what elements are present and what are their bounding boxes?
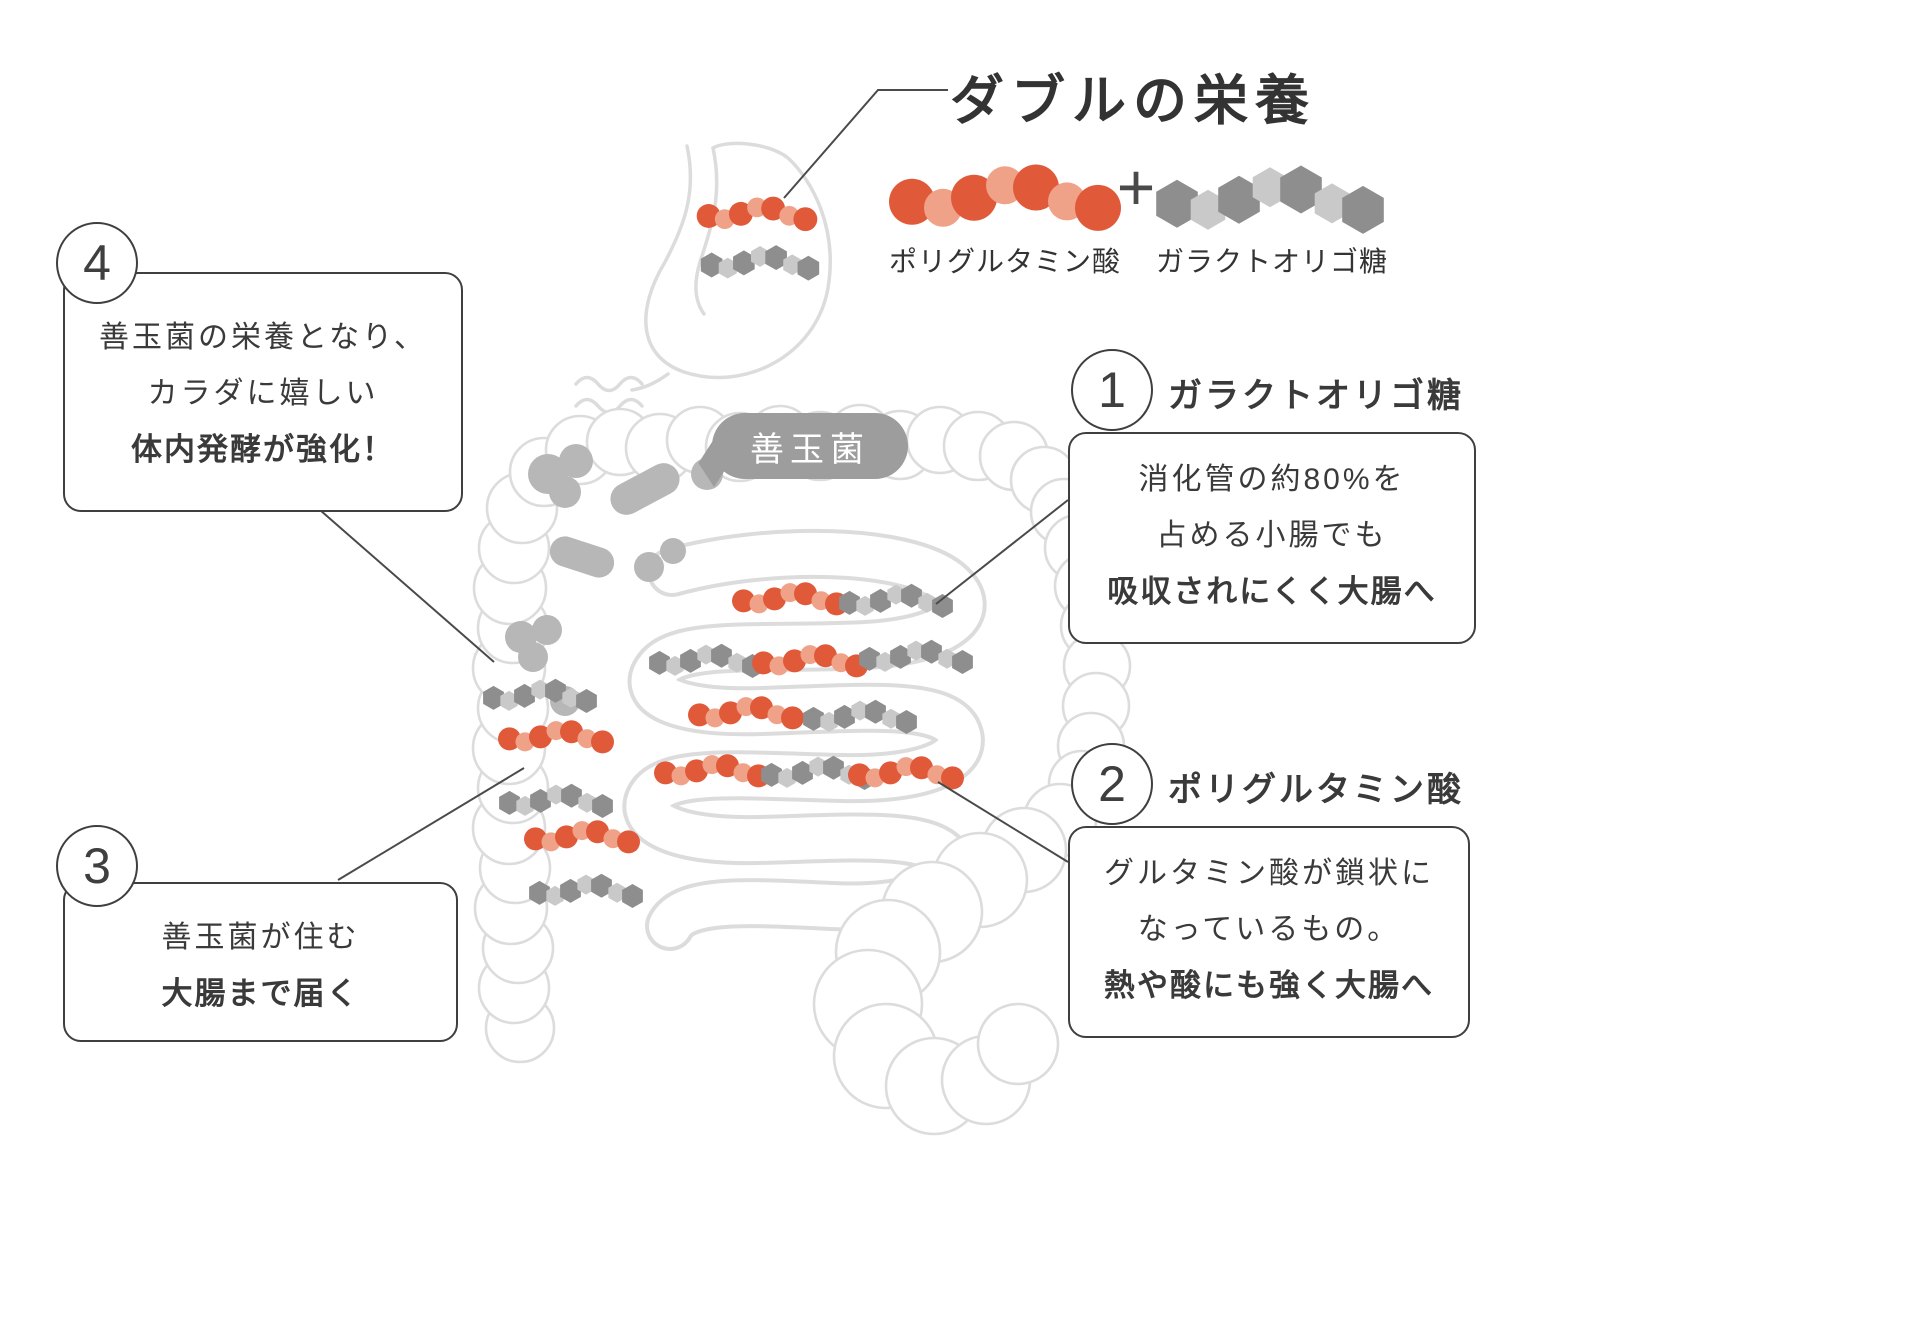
callout4-line1: 善玉菌の栄養となり、 [99, 321, 427, 354]
callout1-number-badge: 1 [1071, 349, 1153, 431]
galacto-oligosaccharide-chain-icon [529, 873, 643, 908]
callout1-heading: ガラクトオリゴ糖 [1168, 377, 1464, 415]
galacto-oligosaccharide-chain-icon [700, 245, 820, 281]
callout2-heading: ポリグルタミン酸 [1168, 771, 1464, 809]
polyglutamic-acid-chain-icon [848, 756, 964, 790]
callout-box-3: 善玉菌が住む 大腸まで届く [63, 882, 458, 1042]
callout1-connector-line [935, 499, 1069, 605]
galacto-oligosaccharide-chain-icon [859, 639, 973, 674]
polyglutamic-acid-chain-icon [889, 164, 1121, 231]
connector-lines [319, 89, 1069, 881]
callout1-bold-line: 吸収されにくく大腸へ [1107, 574, 1437, 609]
callout3-number-badge: 3 [56, 825, 138, 907]
callout4-connector-line [319, 509, 495, 663]
galacto-oligosaccharide-chain-icon [839, 583, 953, 618]
title-connector-line [783, 89, 948, 199]
polyglutamic-acid-chain-icon [696, 196, 818, 232]
polyglutamic-acid-chain-icon [498, 720, 614, 754]
polyglutamic-acid-label: ポリグルタミン酸 [888, 246, 1121, 277]
callout2-connector-line [937, 781, 1069, 863]
callout-box-4: 善玉菌の栄養となり、 カラダに嬉しい 体内発酵が強化！ [63, 272, 463, 512]
large-intestine-outline [471, 403, 1132, 1136]
polyglutamic-acid-chain-icon [654, 754, 770, 788]
break-squiggle [574, 375, 644, 393]
callout2-bold-line: 熱や酸にも強く大腸へ [1104, 968, 1434, 1003]
galacto-oligosaccharide-chain-icon [1156, 165, 1384, 234]
callout1-line1: 消化管の約80%を [1138, 463, 1406, 496]
galacto-oligosaccharide-label: ガラクトオリゴ糖 [1155, 246, 1388, 277]
callout2-line2: なっているもの。 [1137, 913, 1401, 946]
stomach-esophagus-outline [574, 141, 832, 415]
callout4-line2: カラダに嬉しい [147, 377, 379, 410]
callout3-connector-line [337, 767, 525, 881]
callout3-bold-line: 大腸まで届く [161, 976, 360, 1011]
polyglutamic-acid-chain-icon [524, 820, 640, 854]
callout4-number-badge: 4 [56, 222, 138, 304]
callout3-line1: 善玉菌が住む [161, 921, 360, 954]
molecule-chains [483, 164, 1384, 908]
galacto-oligosaccharide-chain-icon [499, 783, 613, 818]
plus-sign: + [1116, 150, 1156, 224]
galacto-oligosaccharide-chain-icon [483, 678, 597, 713]
polyglutamic-acid-chain-icon [688, 696, 804, 730]
callout2-line1: グルタミン酸が鎖状に [1104, 857, 1434, 890]
galacto-oligosaccharide-chain-icon [803, 699, 917, 734]
callout2-number-badge: 2 [1071, 743, 1153, 825]
page-title: ダブルの栄養 [950, 71, 1316, 131]
good-bacteria-bubble: 善玉菌 [712, 413, 908, 479]
callout1-line2: 占める小腸でも [1156, 519, 1388, 552]
callout-box-1: 消化管の約80%を 占める小腸でも 吸収されにくく大腸へ [1068, 432, 1476, 644]
polyglutamic-acid-chain-icon [732, 582, 848, 616]
callout-box-2: グルタミン酸が鎖状に なっているもの。 熱や酸にも強く大腸へ [1068, 826, 1470, 1038]
good-bacteria-label: 善玉菌 [750, 430, 870, 469]
callout4-bold-line: 体内発酵が強化！ [131, 432, 395, 467]
